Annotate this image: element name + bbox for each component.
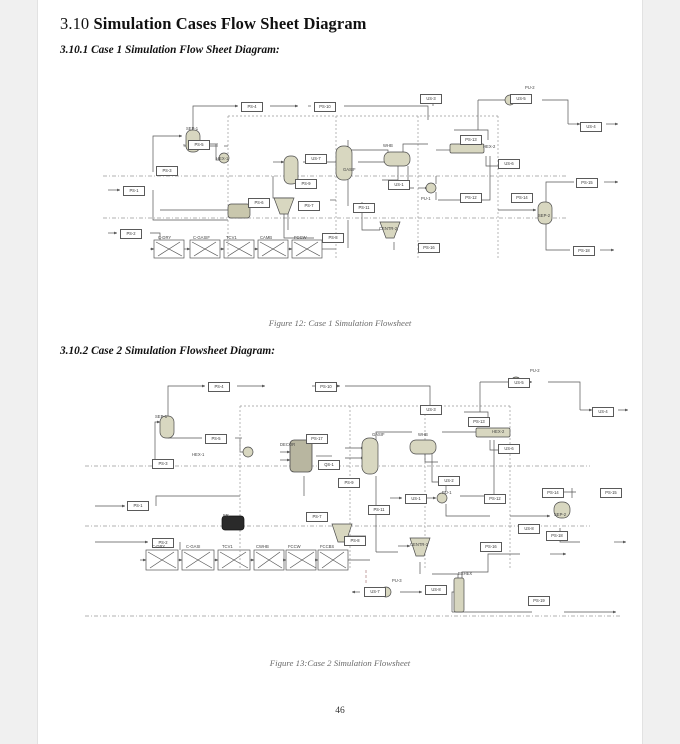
stream-tag-us-6: US-6 — [498, 159, 520, 169]
equipment-label-bshex: BSHEX — [458, 571, 473, 576]
stream-tag-ps-7: PS-7 — [298, 201, 320, 211]
equipment-label-camb: CAMB — [260, 235, 273, 240]
equipment-label-whb: WHB — [418, 432, 428, 437]
stream-tag-ps-2: PS-2 — [120, 229, 142, 239]
page-title: 3.10 Simulation Cases Flow Sheet Diagram — [60, 14, 367, 34]
stream-tag-us-3: US-3 — [420, 94, 442, 104]
stream-tag-ps-1: PS-1 — [127, 501, 149, 511]
stream-tag-us-2: US-2 — [438, 476, 460, 486]
equipment-label-fccbs: FCCBS — [320, 544, 335, 549]
equipment-label-pu-1: PU-1 — [442, 490, 452, 495]
equipment-label-hex-2: HEX-2 — [492, 429, 505, 434]
stream-tag-ps-14: PS-14 — [511, 193, 533, 203]
figure-1-svg — [103, 94, 618, 259]
stream-tag-ps-16: PS-16 — [480, 542, 502, 552]
equipment-label-fccw: FCCW — [288, 544, 301, 549]
stream-tag-ps-8: PS-8 — [322, 233, 344, 243]
stream-tag-us-1: US-1 — [405, 494, 427, 504]
page-number: 46 — [335, 706, 345, 716]
stream-tag-ps-4: PS-4 — [241, 102, 263, 112]
equipment-label-pu-1: PU-1 — [421, 196, 431, 201]
document-page: 3.10 Simulation Cases Flow Sheet Diagram… — [38, 0, 642, 744]
figure-2-caption: Figure 13:Case 2 Simulation Flowsheet — [269, 658, 411, 668]
stream-tag-ps-9: PS-9 — [295, 179, 317, 189]
equipment-label-sep-1: SEP-1 — [155, 414, 168, 419]
figure-2-svg — [85, 376, 628, 617]
stream-tag-ps-16: PS-16 — [418, 243, 440, 253]
section-title: Simulation Cases Flow Sheet Diagram — [93, 14, 367, 33]
stream-tag-ps-2: PS-2 — [152, 538, 174, 548]
equipment-label-gasif: GASIF — [372, 432, 385, 437]
stream-tag-ps-13: PS-13 — [460, 135, 482, 145]
equipment-label-whb: WHB — [383, 143, 393, 148]
stream-tag-ps-7: PS-7 — [306, 512, 328, 522]
stream-tag-us-1: US-1 — [388, 180, 410, 190]
subsection-heading-2: 3.10.2 Case 2 Simulation Flowsheet Diagr… — [60, 345, 275, 357]
stream-tag-ps-15: PS-15 — [576, 178, 598, 188]
stream-tag-ps-13: PS-13 — [468, 417, 490, 427]
section-number: 3.10 — [60, 14, 90, 33]
stream-tag-ps-4: PS-4 — [208, 382, 230, 392]
equipment-label-pu-2: PU-2 — [530, 368, 540, 373]
stream-tag-ps-11: PS-11 — [368, 505, 390, 515]
stream-tag-ps-6: PS-6 — [248, 198, 270, 208]
equipment-label-fccw: FCCW — [294, 235, 307, 240]
stream-tag-us-3: US-3 — [420, 405, 442, 415]
equipment-label-tcv1: TCV1 — [222, 544, 233, 549]
equipment-label-pu-2: PU-2 — [525, 85, 535, 90]
equipment-label-hex-2: HEX-2 — [483, 144, 496, 149]
equipment-label-sep-2: SEP-2 — [538, 213, 551, 218]
stream-tag-ps-19: PS-19 — [528, 596, 550, 606]
equipment-label-centr-2: CENTR-2 — [410, 542, 429, 547]
stream-tag-ps-9: PS-9 — [338, 478, 360, 488]
stream-tag-ps-12: PS-12 — [484, 494, 506, 504]
stream-tag-ps-18: PS-18 — [573, 246, 595, 256]
stream-tag-ps-3: PS-3 — [156, 166, 178, 176]
equipment-label-er: ER — [223, 513, 229, 518]
stream-tag-ps-3: PS-3 — [152, 459, 174, 469]
equipment-label-cwhb: CWHB — [256, 544, 269, 549]
equipment-label-sep-1: SEP-1 — [186, 126, 199, 131]
stream-tag-ps-14: PS-14 — [542, 488, 564, 498]
stream-tag-qs-1: QS-1 — [318, 460, 340, 470]
stream-tag-us-4: US-4 — [592, 407, 614, 417]
figure-1-caption: Figure 12: Case 1 Simulation Flowsheet — [268, 318, 412, 328]
stream-tag-ps-15: PS-15 — [600, 488, 622, 498]
stream-tag-us-7: US-7 — [305, 154, 327, 164]
stream-tag-ps-1: PS-1 — [123, 186, 145, 196]
stream-tag-ps-18: PS-18 — [546, 531, 568, 541]
equipment-label-tcv1: TCV1 — [226, 235, 237, 240]
stream-tag-ps-10: PS-10 — [315, 382, 337, 392]
stream-tag-ps-17: PS-17 — [306, 434, 328, 444]
stream-tag-ps-10: PS-10 — [314, 102, 336, 112]
subsection-heading-1: 3.10.1 Case 1 Simulation Flow Sheet Diag… — [60, 44, 280, 56]
equipment-label-c-gasif: C-GASIF — [193, 235, 210, 240]
equipment-label-hex-1: HEX-1 — [192, 452, 205, 457]
stream-tag-us-4: US-4 — [580, 122, 602, 132]
stream-tag-us-8: US-8 — [518, 524, 540, 534]
stream-tag-ps-12: PS-12 — [460, 193, 482, 203]
equipment-label-decor: DECOR — [280, 442, 296, 447]
stream-tag-us-8b: US-8 — [425, 585, 447, 595]
stream-tag-us-6: US-6 — [498, 444, 520, 454]
equipment-label-c-gasi: C-GASI — [186, 544, 201, 549]
equipment-label-c-dry: C-DRY — [158, 235, 172, 240]
stream-tag-ps-5: PS-5 — [188, 140, 210, 150]
stream-tag-us-7: US-7 — [364, 587, 386, 597]
equipment-label-c-dry: C-DRY — [152, 544, 166, 549]
stream-tag-us-5: US-5 — [510, 94, 532, 104]
equipment-label-pu-3: PU-3 — [392, 578, 402, 583]
equipment-label-hex-1: HEX-1 — [216, 156, 229, 161]
equipment-label-gasif: GASIF — [343, 167, 356, 172]
stream-tag-ps-11: PS-11 — [353, 203, 375, 213]
equipment-label-sep-2: SEP-2 — [554, 512, 567, 517]
stream-tag-us-5: US-5 — [508, 378, 530, 388]
stream-tag-ps-8: PS-8 — [344, 536, 366, 546]
stream-tag-ps-5: PS-5 — [205, 434, 227, 444]
equipment-label-centr-2: CENTR-2 — [379, 226, 398, 231]
